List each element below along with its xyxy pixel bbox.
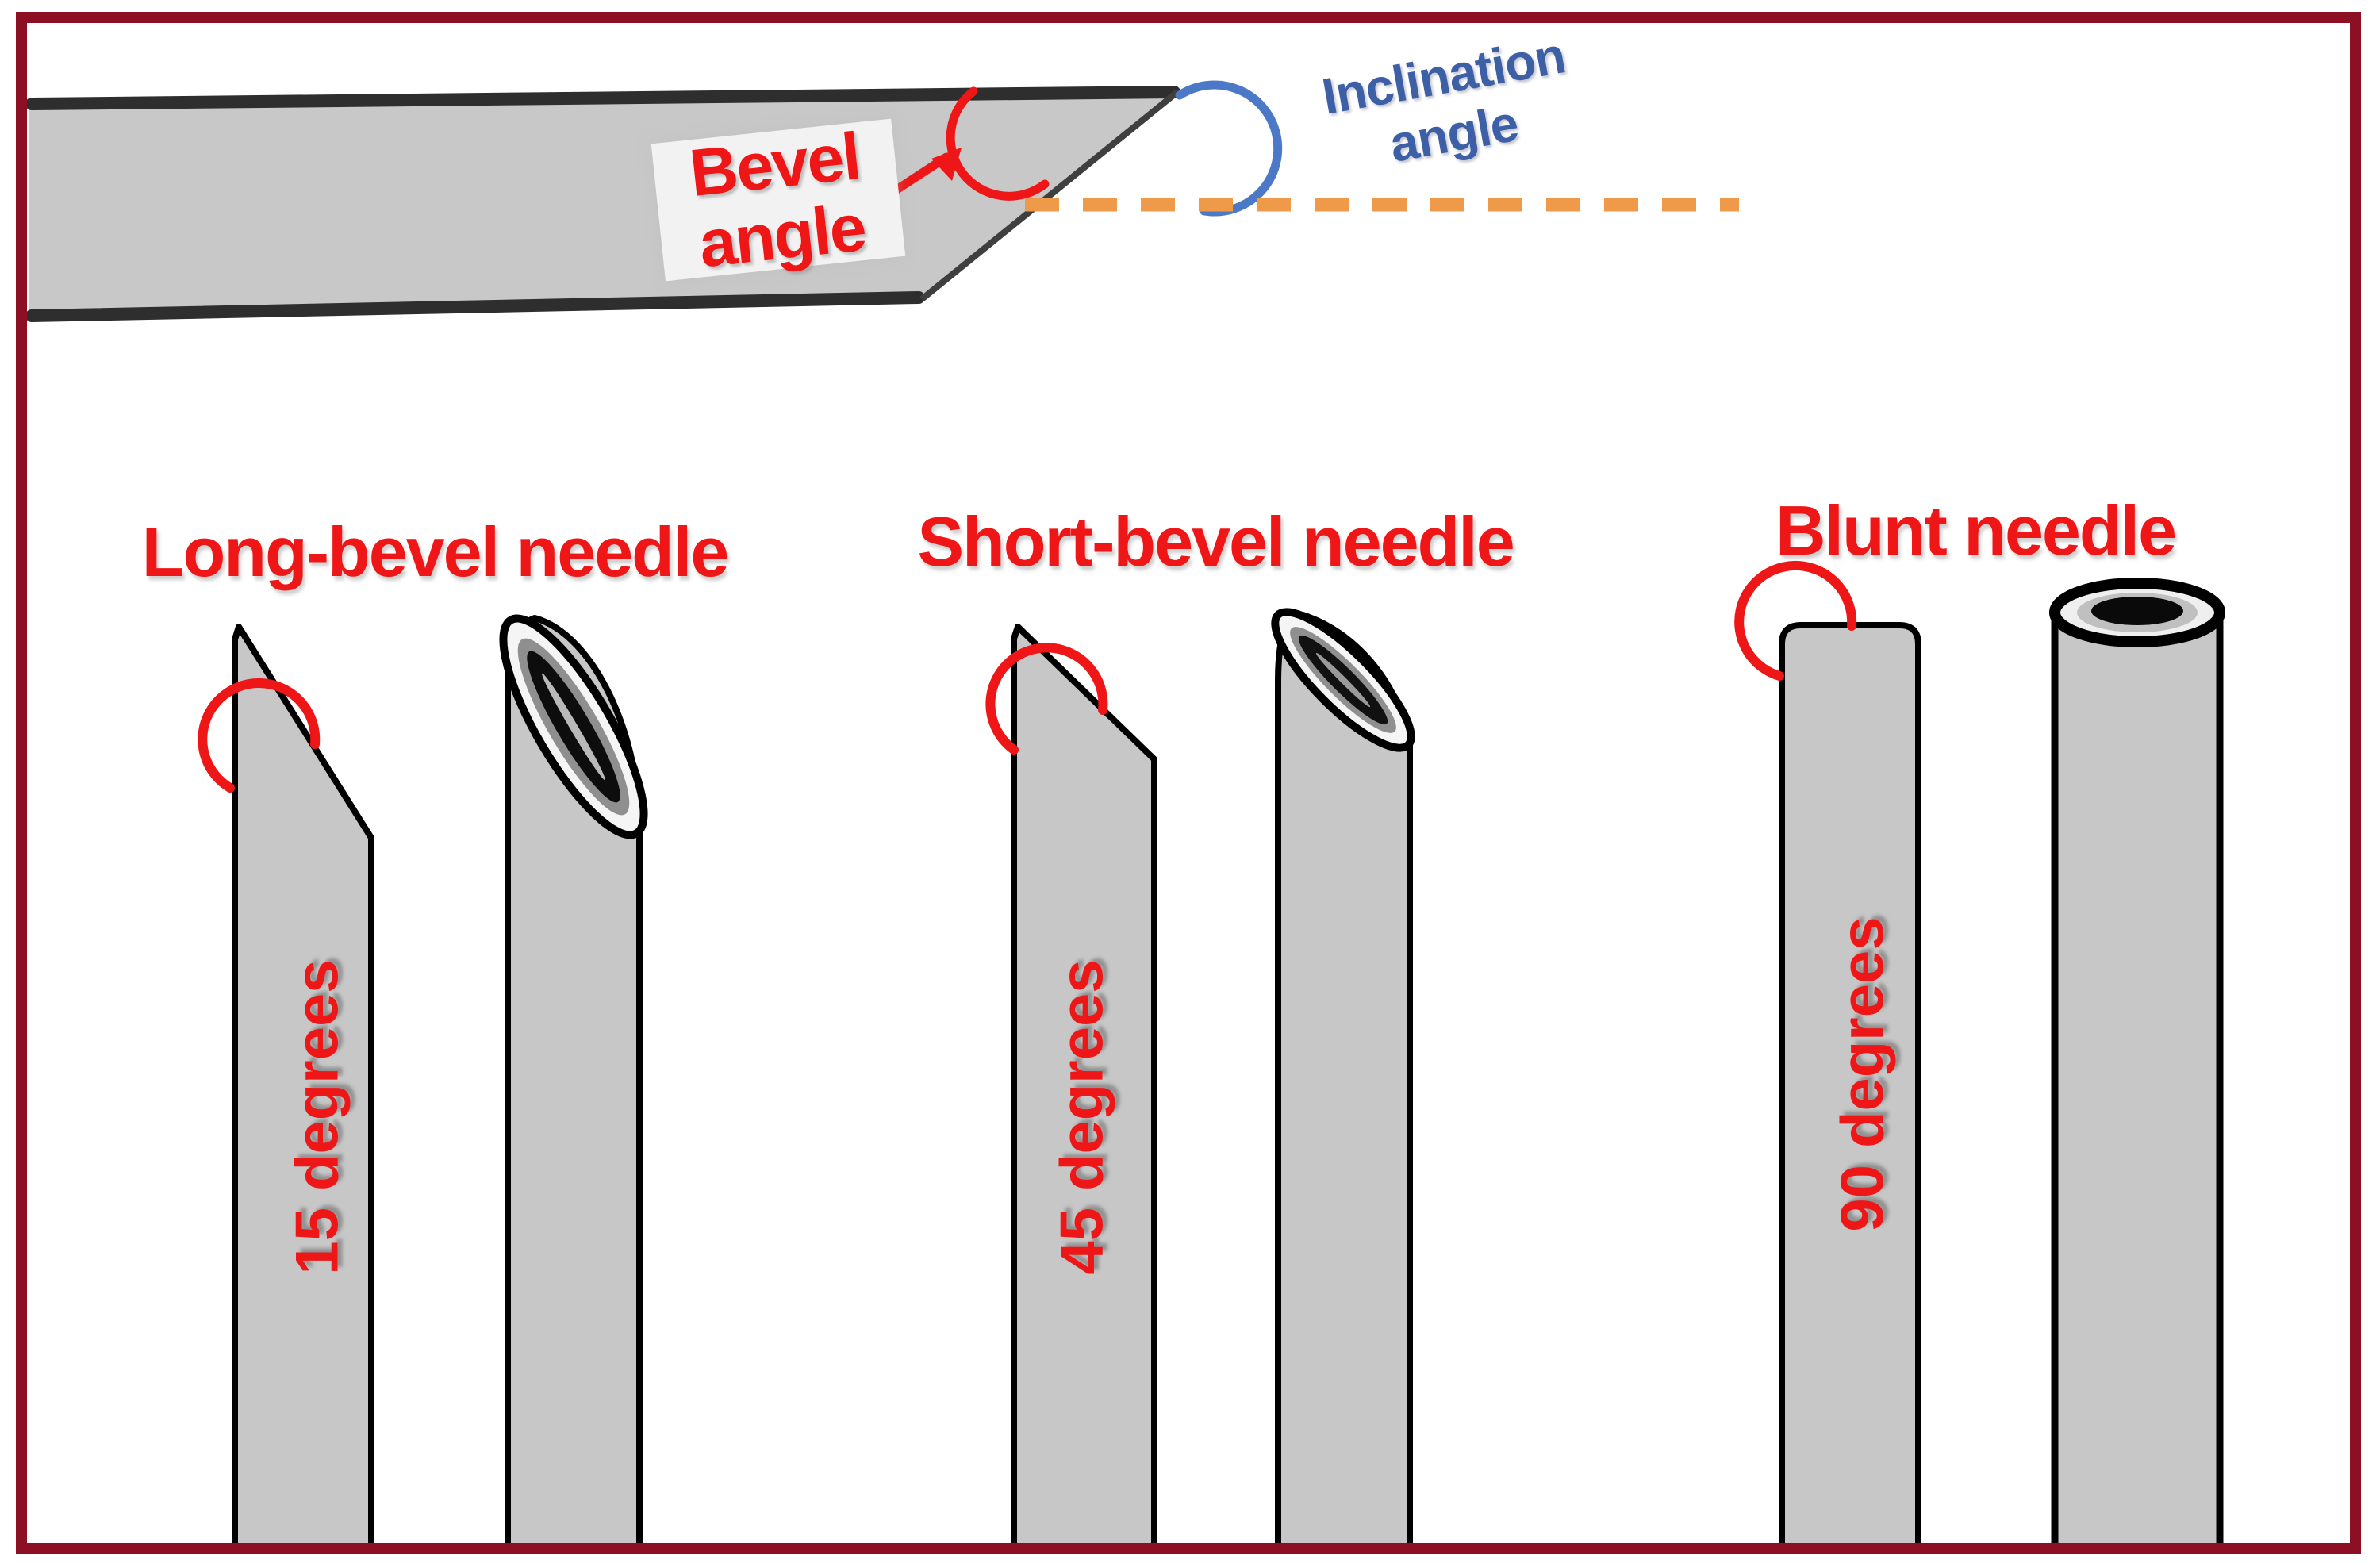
bevel-arc-curve: [946, 86, 1050, 201]
needle-shaft: [1275, 612, 1413, 1552]
long-bevel-needle-title: Long-bevel needle: [141, 513, 730, 591]
needle-top-edge: [25, 86, 1180, 110]
lumen-highlight: [542, 673, 605, 781]
needle-shaft: [2055, 613, 2220, 1549]
bevel-angle-arc-90: [1734, 560, 1857, 681]
inclination-angle-arc: [1175, 80, 1283, 217]
needle-tip-body: [29, 92, 1177, 317]
long-bevel-angle-value: 15 degrees: [283, 959, 351, 1275]
needle-shaft: [1779, 622, 1921, 1552]
bevel-angle-arc-45: [985, 643, 1108, 755]
blunt-needle-title: Blunt needle: [1775, 491, 2177, 570]
short-bevel-needle-front-view: [1271, 608, 1415, 1552]
blunt-needle-side-view: [1734, 560, 1921, 1552]
magnified-needle-tip: [25, 86, 1180, 322]
bevel-angle-label: Bevel angle: [651, 118, 906, 282]
bevel-angle-label-text: Bevel angle: [685, 118, 869, 282]
long-bevel-needle-front-view: [499, 614, 648, 1552]
short-bevel-needle-title: Short-bevel needle: [917, 502, 1514, 581]
bevel-opening: [499, 614, 648, 839]
blunt-needle-front-view: [2049, 578, 2225, 1549]
needle-bevel-edge: [919, 89, 1180, 302]
bevel-opening: [1271, 608, 1415, 752]
bevel-pointer-arrowhead: [931, 148, 962, 181]
bevel-angle-arc-15: [198, 678, 321, 793]
short-bevel-angle-value: 45 degrees: [1048, 959, 1116, 1275]
lumen-highlight: [1315, 652, 1371, 708]
needle-lumen: [2091, 597, 2183, 625]
needle-bottom-edge: [25, 291, 925, 322]
blunt-angle-value: 90 degrees: [1829, 916, 1897, 1232]
